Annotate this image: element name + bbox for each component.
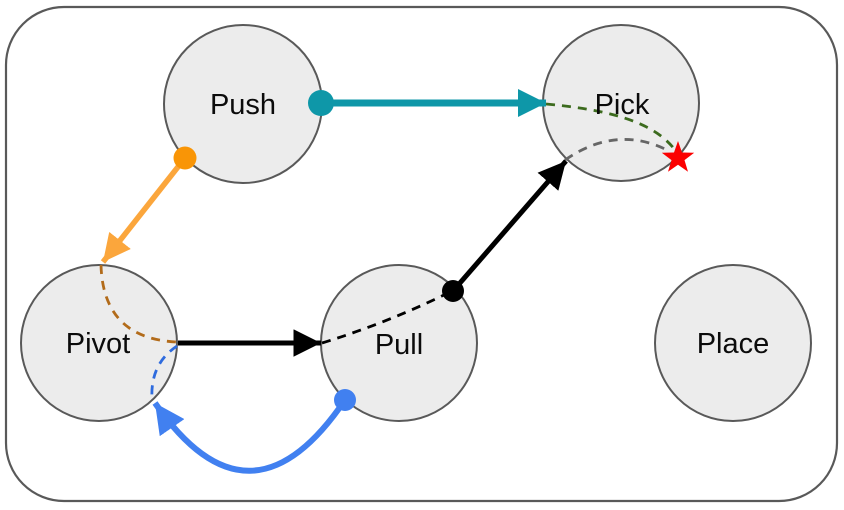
canvas-border: [4, 5, 839, 503]
trajectory-pivot-from-pull-dashed: [150, 344, 178, 400]
node-place-label: Place: [697, 328, 770, 360]
edge-push-pivot-origin-dot: [173, 146, 197, 170]
trajectory-pick-from-push-dashed: [545, 102, 677, 151]
node-pivot-circle[interactable]: [20, 264, 178, 422]
goal-star-icon: [661, 141, 695, 172]
edge-push-pivot: [100, 156, 188, 264]
trajectory-pick-from-pull-dashed: [564, 138, 670, 162]
edge-pull-pick-origin-dot: [442, 280, 464, 302]
node-place-circle[interactable]: [654, 264, 812, 422]
node-pull-label: Pull: [375, 329, 423, 361]
node-pick-label: Pick: [595, 89, 650, 121]
node-pivot-label: Pivot: [66, 328, 130, 360]
node-push-label: Push: [210, 89, 276, 121]
edge-push-pick-origin-dot: [308, 90, 334, 116]
trajectory-pull-dashed: [321, 289, 453, 345]
edge-pull-pick: [451, 159, 568, 293]
edge-pull-pivot-origin-dot: [334, 389, 356, 411]
edge-pull-pivot: [152, 398, 348, 474]
